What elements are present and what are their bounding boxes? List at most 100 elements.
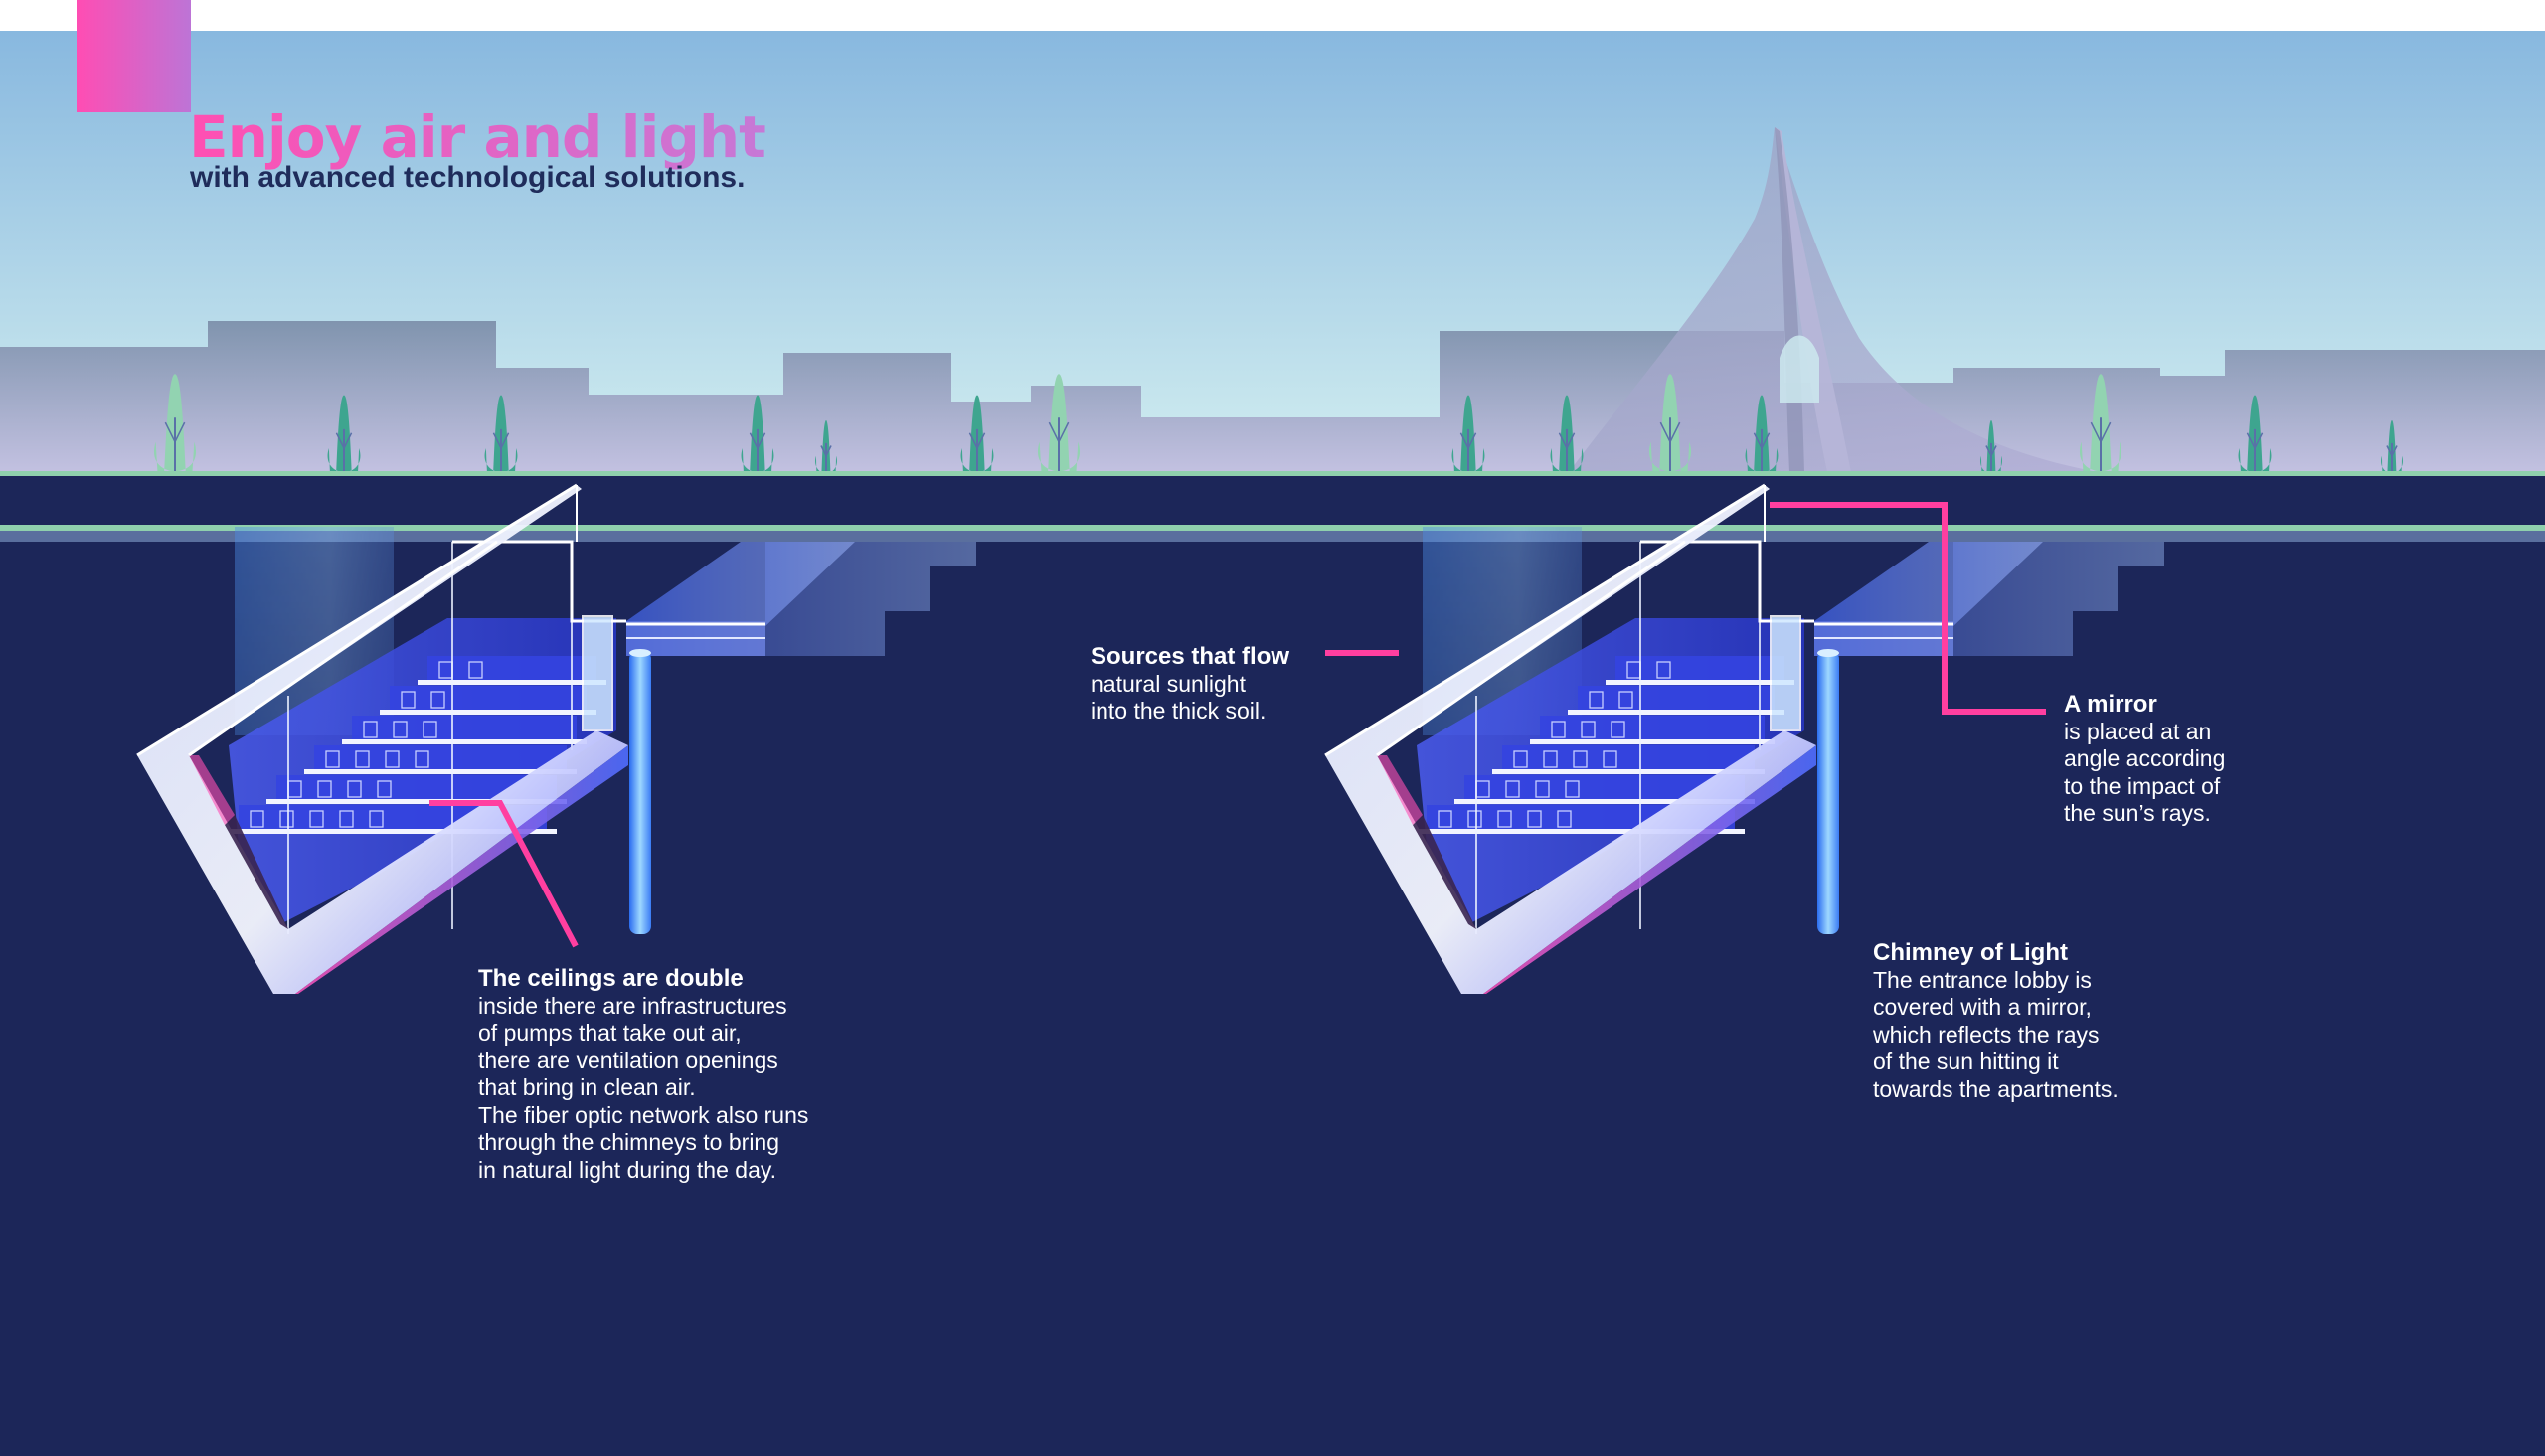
window-icon: [363, 721, 378, 738]
right-underground-building: [1324, 483, 2164, 994]
callout-line: The entrance lobby is: [1873, 966, 2092, 993]
window-icon: [347, 780, 362, 798]
window-icon: [279, 810, 294, 828]
callout-heading: Sources that flow: [1091, 643, 1290, 670]
window-icon: [393, 721, 408, 738]
window-icon: [1505, 780, 1520, 798]
window-icon: [317, 780, 332, 798]
window-icon: [1618, 691, 1633, 709]
tree-icon: [2238, 395, 2272, 518]
callout-line: natural sunlight: [1091, 670, 1246, 697]
window-icon: [1589, 691, 1604, 709]
tree-icon: [960, 395, 994, 518]
callout-line: to the impact of: [2064, 772, 2221, 799]
street-level-band: [0, 531, 2545, 542]
window-icon: [401, 691, 416, 709]
page-subtitle: with advanced technological solutions.: [190, 161, 746, 194]
window-icon: [250, 810, 264, 828]
floor: [1606, 656, 1794, 685]
tree-icon: [1451, 395, 1485, 518]
callout-chimney: Chimney of Light The entrance lobby is c…: [1873, 939, 2119, 1103]
callout-line: The fiber optic network also runs: [478, 1101, 809, 1128]
window-icon: [377, 780, 392, 798]
callout-line: that bring in clean air.: [478, 1074, 696, 1100]
mirror-leader-line: [1770, 502, 2046, 715]
floor: [1492, 745, 1765, 774]
callout-line: which reflects the rays: [1873, 1021, 2100, 1048]
tree-icon: [327, 395, 361, 518]
sail-monument: [1569, 127, 2098, 472]
callout-line: of pumps that take out air,: [478, 1020, 742, 1046]
tree-icon: [1648, 374, 1692, 505]
window-icon: [1565, 780, 1580, 798]
window-icon: [468, 661, 483, 679]
window-icon: [309, 810, 324, 828]
window-icon: [1581, 721, 1596, 738]
callout-heading: A mirror: [2064, 691, 2157, 718]
window-icon: [1557, 810, 1572, 828]
window-icon: [1573, 750, 1588, 768]
window-icon: [1497, 810, 1512, 828]
callout-line: through the chimneys to bring: [478, 1129, 780, 1155]
callout-line: there are ventilation openings: [478, 1047, 778, 1073]
floor: [1530, 716, 1775, 744]
window-icon: [1467, 810, 1482, 828]
callout-line: angle according: [2064, 745, 2226, 771]
accent-box: [77, 0, 191, 112]
floor: [418, 656, 606, 685]
callout-line: is placed at an: [2064, 718, 2212, 744]
tree-icon: [1037, 374, 1081, 505]
window-icon: [1535, 780, 1550, 798]
floor: [342, 716, 587, 744]
light-chimney-pillar: [629, 651, 651, 934]
callout-line: into the thick soil.: [1091, 698, 1267, 724]
tree-icon: [741, 395, 774, 518]
window-icon: [355, 750, 370, 768]
page-title: Enjoy air and light: [189, 103, 766, 171]
callout-mirror: A mirror is placed at an angle according…: [2064, 691, 2225, 828]
tree-icon: [1550, 395, 1584, 518]
floor: [1568, 686, 1784, 715]
tree-icon: [484, 395, 518, 518]
callout-line: in natural light during the day.: [478, 1156, 777, 1183]
window-icon: [423, 721, 437, 738]
window-icon: [1656, 661, 1671, 679]
callout-line: of the sun hitting it: [1873, 1049, 2059, 1074]
callout-line: covered with a mirror,: [1873, 994, 2092, 1020]
structure-frame: [137, 485, 628, 994]
ground-surface-line: [0, 471, 2545, 476]
callout-line: the sun’s rays.: [2064, 800, 2211, 826]
ceilings-leader-line: [429, 800, 579, 948]
window-icon: [1603, 750, 1617, 768]
window-icon: [369, 810, 384, 828]
tree-icon: [153, 374, 197, 505]
window-icon: [1543, 750, 1558, 768]
floor: [380, 686, 596, 715]
glass-column: [1770, 615, 1801, 731]
callout-heading: Chimney of Light: [1873, 939, 2068, 966]
window-icon: [430, 691, 445, 709]
callout-ceilings: The ceilings are double inside there are…: [478, 965, 808, 1184]
window-icon: [1551, 721, 1566, 738]
callout-line: towards the apartments.: [1873, 1075, 2119, 1102]
window-icon: [1527, 810, 1542, 828]
window-icon: [415, 750, 429, 768]
structure-frame: [1325, 485, 1816, 994]
window-icon: [385, 750, 400, 768]
glass-column: [582, 615, 613, 731]
window-icon: [1513, 750, 1528, 768]
tree-icon: [2079, 374, 2122, 505]
window-icon: [339, 810, 354, 828]
tree-icon: [1745, 395, 1779, 518]
callout-heading: The ceilings are double: [478, 965, 744, 992]
street-level-line: [0, 525, 2545, 531]
window-icon: [1438, 810, 1452, 828]
underground-structures: [136, 483, 2164, 994]
light-chimney-pillar: [1817, 651, 1839, 934]
callout-line: inside there are infrastructures: [478, 992, 787, 1019]
left-underground-building: [136, 483, 976, 994]
top-white-strip: [0, 0, 2545, 31]
callout-sources: Sources that flow natural sunlight into …: [1091, 643, 1289, 726]
